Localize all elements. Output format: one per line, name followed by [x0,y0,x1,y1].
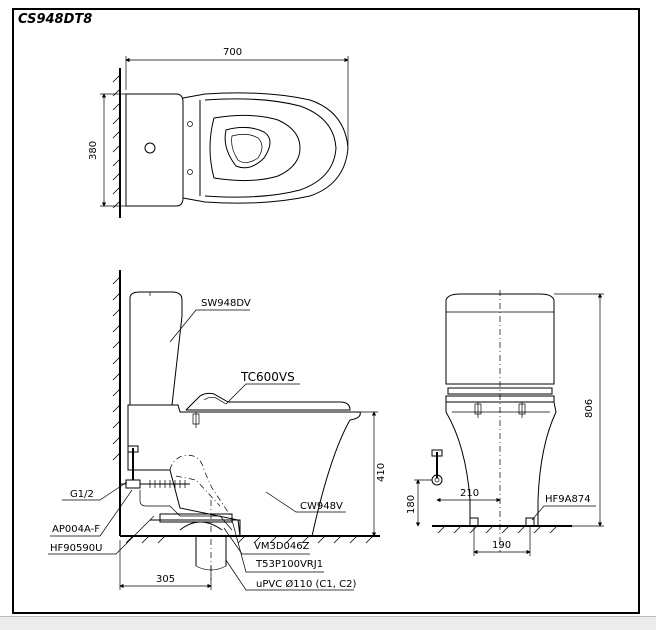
dim-side-pipe: 305 [156,574,175,585]
label-supply-thread: G1/2 [70,489,94,500]
label-tank: SW948DV [201,298,251,309]
dim-top-depth: 380 [88,141,99,160]
label-gasket: VM3D046Z [254,541,310,552]
side-view: 410 305 SW948DV TC600VS CW948V G1/2 AP00… [48,270,387,591]
front-view: 806 210 180 190 HF9A874 [406,290,604,556]
dim-front-supply-height: 180 [406,495,417,514]
top-view: 700 380 [88,47,349,218]
label-seat: TC600VS [240,370,295,384]
label-angle-valve: AP004A-F [52,524,100,535]
drawing-frame [12,8,640,614]
model-title: CS948DT8 [18,12,93,27]
dim-front-base-width: 190 [492,540,511,551]
label-floor-fixing: HF9A874 [545,494,591,505]
dim-side-height: 410 [376,463,387,482]
label-flange: T53P100VRJ1 [255,559,323,570]
dim-top-width: 700 [223,47,242,58]
label-drain-pipe: uPVC Ø110 (C1, C2) [256,578,356,590]
label-bowl: CW948V [300,501,343,512]
dim-front-height: 806 [584,399,595,418]
label-flex-hose: HF90590U [50,543,102,554]
bottom-strip [0,616,656,630]
dim-front-supply-offset: 210 [460,488,479,499]
